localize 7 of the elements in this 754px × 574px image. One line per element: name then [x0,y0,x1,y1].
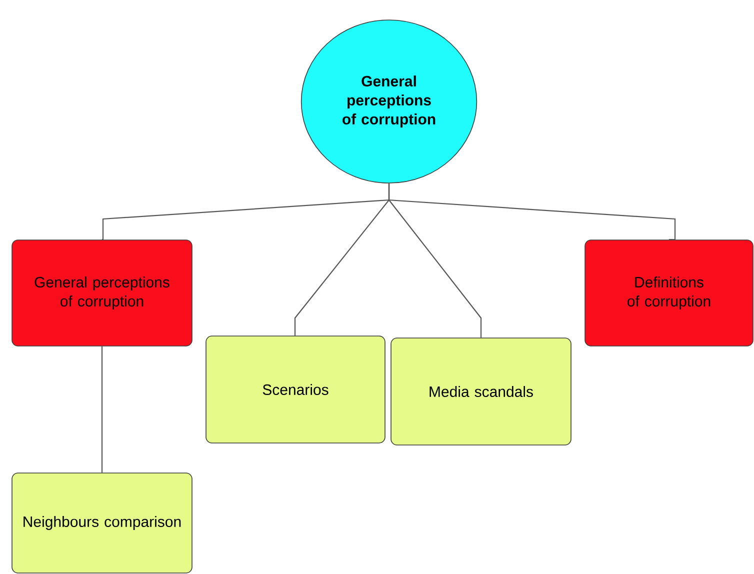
connector-line [101,346,103,473]
connector-line [388,183,676,240]
topic-box: Scenarios [206,336,386,444]
category-box: Definitions of corruption [584,240,754,346]
topic-box: Neighbours comparison [12,472,192,574]
category-box: General perceptions of corruption [12,240,192,346]
topic-box: Media scandals [390,338,572,446]
